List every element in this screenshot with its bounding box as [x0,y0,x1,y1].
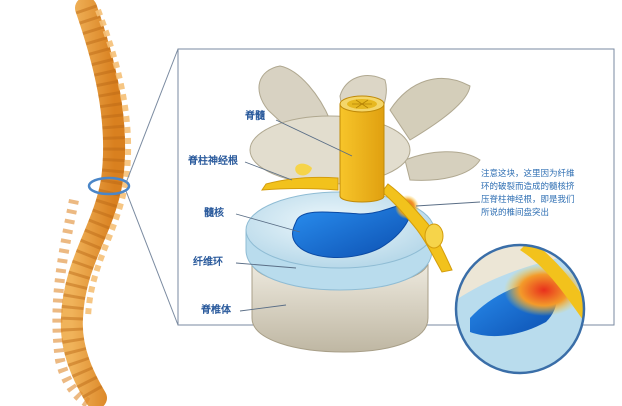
label-vertebral-body: 脊椎体 [201,305,231,317]
annotation-line: 注意这块，这里因为纤维 [481,168,599,181]
annotation-line: 环的破裂而造成的髓核挤 [481,181,599,194]
spine-column-illustration [57,8,128,404]
label-nucleus: 髓核 [204,208,224,220]
label-nerve-root: 脊柱神经根 [188,156,238,168]
label-annulus: 纤维环 [193,257,223,269]
annotation-line: 所说的椎间盘突出 [481,207,599,220]
label-spinal-cord: 脊髓 [245,111,265,123]
annotation-line: 压脊柱神经根，即是我们 [481,194,599,207]
herniation-annotation: 注意这块，这里因为纤维 环的破裂而造成的髓核挤 压脊柱神经根，即是我们 所说的椎… [481,168,599,220]
spinal-cord-illustration [340,96,384,202]
zoom-inset [440,240,600,380]
